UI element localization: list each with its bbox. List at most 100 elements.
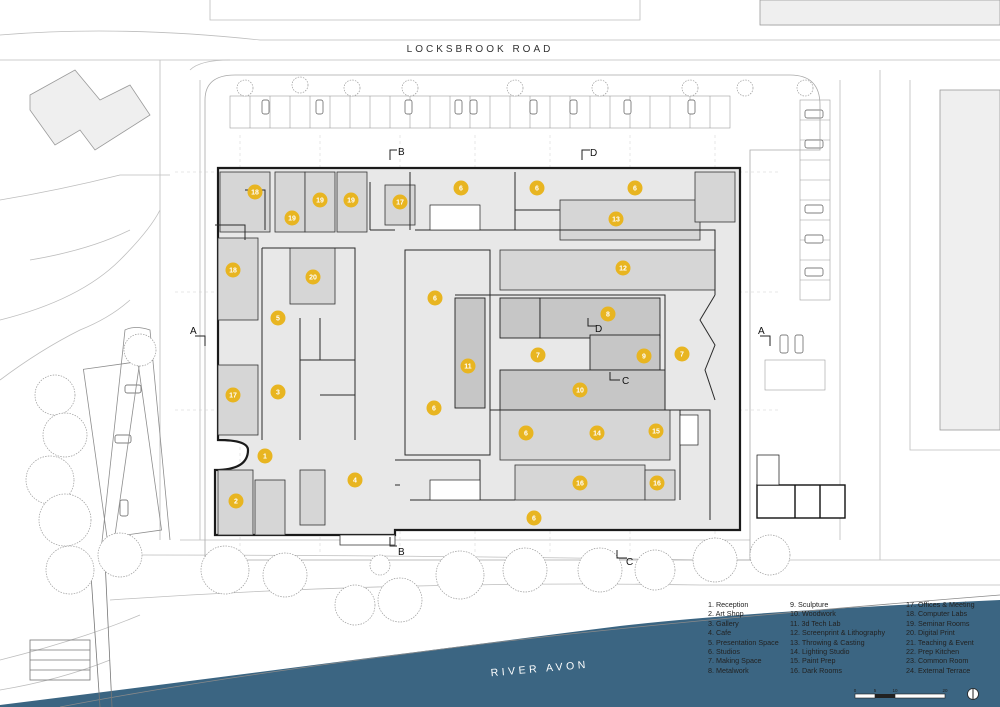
room-marker: 18: [247, 184, 263, 200]
outbuilding: [756, 454, 846, 519]
legend-item: 3. Gallery: [708, 618, 739, 628]
room-marker: 16: [572, 475, 588, 491]
legend-item: 10. Woodwork: [790, 609, 836, 619]
room-marker: 14: [589, 425, 605, 441]
svg-text:14: 14: [593, 431, 601, 438]
svg-text:13: 13: [612, 217, 620, 224]
interior-walls: [215, 172, 716, 520]
svg-text:19: 19: [288, 216, 296, 223]
legend-item: 23. Common Room: [906, 656, 969, 666]
room-marker: 7: [674, 346, 690, 362]
room-marker: 1: [257, 448, 273, 464]
north-arrow-icon: [967, 688, 979, 700]
room-marker: 11: [460, 358, 476, 374]
rooms-light: [217, 171, 736, 536]
legend-item: 7. Making Space: [708, 656, 762, 666]
room-marker: 7: [530, 347, 546, 363]
scale-tick: 5: [874, 688, 877, 693]
scale-tick: 20: [942, 688, 948, 693]
legend-item: 20. Digital Print: [906, 628, 955, 638]
legend-item: 24. External Terrace: [906, 665, 971, 675]
section-a-left: A: [190, 326, 197, 337]
room-marker: 6: [427, 290, 443, 306]
svg-text:17: 17: [396, 200, 404, 207]
room-marker: 19: [284, 210, 300, 226]
legend-item: 16. Dark Rooms: [790, 665, 842, 675]
legend-item: 22. Prep Kitchen: [906, 647, 960, 657]
svg-text:3: 3: [276, 390, 280, 397]
room-marker: 19: [312, 192, 328, 208]
legend-item: 15. Paint Prep: [790, 656, 836, 666]
section-c-bottom: C: [626, 557, 633, 568]
svg-text:18: 18: [251, 190, 259, 197]
legend-item: 8. Metalwork: [708, 665, 749, 675]
site-context: [0, 0, 1000, 691]
room-marker: 20: [305, 269, 321, 285]
room-markers: 18 19 19 19 17 6 6 6 13 18 20 12 6 5 8 7…: [225, 180, 690, 526]
section-d-mid: D: [595, 324, 602, 335]
neighbouring-buildings: [29, 0, 1000, 431]
room-marker: 6: [627, 180, 643, 196]
room-marker: 6: [426, 400, 442, 416]
room-marker: 2: [228, 493, 244, 509]
room-marker: 19: [343, 192, 359, 208]
legend-item: 4. Cafe: [708, 628, 732, 638]
svg-text:11: 11: [464, 364, 472, 371]
legend-column-1: 1. Reception 2. Art Shop 3. Gallery 4. C…: [708, 600, 779, 675]
section-a-right: A: [758, 326, 765, 337]
room-marker: 17: [392, 194, 408, 210]
svg-text:6: 6: [532, 516, 536, 523]
rooms-dark: [454, 297, 666, 411]
parked-cars: [114, 99, 824, 517]
svg-text:7: 7: [680, 352, 684, 359]
room-marker: 9: [636, 348, 652, 364]
legend-item: 1. Reception: [708, 600, 749, 609]
section-b-top: B: [398, 147, 405, 158]
section-lines: [195, 149, 771, 559]
svg-text:16: 16: [576, 481, 584, 488]
legend-item: 5. Presentation Space: [708, 637, 779, 647]
room-marker: 3: [270, 384, 286, 400]
room-marker: 8: [600, 306, 616, 322]
svg-text:16: 16: [653, 481, 661, 488]
room-marker: 12: [615, 260, 631, 276]
room-marker: 6: [453, 180, 469, 196]
legend-item: 19. Seminar Rooms: [906, 618, 970, 628]
svg-text:20: 20: [309, 275, 317, 282]
svg-text:17: 17: [229, 393, 237, 400]
access-road: [82, 327, 171, 571]
room-marker: 4: [347, 472, 363, 488]
svg-text:6: 6: [524, 431, 528, 438]
room-marker: 17: [225, 387, 241, 403]
legend-item: 21. Teaching & Event: [906, 637, 974, 647]
section-labels: A A B B D D C C: [190, 147, 765, 568]
svg-text:8: 8: [606, 312, 610, 319]
river-bank: [59, 594, 1000, 707]
legend-item: 14. Lighting Studio: [790, 647, 850, 657]
svg-text:19: 19: [347, 198, 355, 205]
site-boundary: [204, 74, 821, 561]
legend-item: 2. Art Shop: [708, 609, 744, 619]
svg-text:6: 6: [535, 186, 539, 193]
room-marker: 5: [270, 310, 286, 326]
svg-text:6: 6: [432, 406, 436, 413]
svg-text:9: 9: [642, 354, 646, 361]
svg-text:12: 12: [619, 266, 627, 273]
room-marker: 15: [648, 423, 664, 439]
legend-item: 11. 3d Tech Lab: [790, 618, 841, 628]
svg-text:6: 6: [433, 296, 437, 303]
svg-text:6: 6: [459, 186, 463, 193]
svg-text:7: 7: [536, 353, 540, 360]
legend-column-2: 9. Sculpture 10. Woodwork 11. 3d Tech La…: [790, 600, 885, 675]
trees: [25, 76, 814, 626]
legend-item: 17. Offices & Meeting: [906, 600, 975, 609]
room-marker: 13: [608, 211, 624, 227]
svg-text:2: 2: [234, 499, 238, 506]
room-marker: 18: [225, 262, 241, 278]
jetty: [29, 559, 113, 707]
room-marker: 16: [649, 475, 665, 491]
scale-bar: 0 5 10 20: [854, 688, 948, 699]
svg-text:6: 6: [633, 186, 637, 193]
entrance-canopy: [339, 534, 396, 546]
